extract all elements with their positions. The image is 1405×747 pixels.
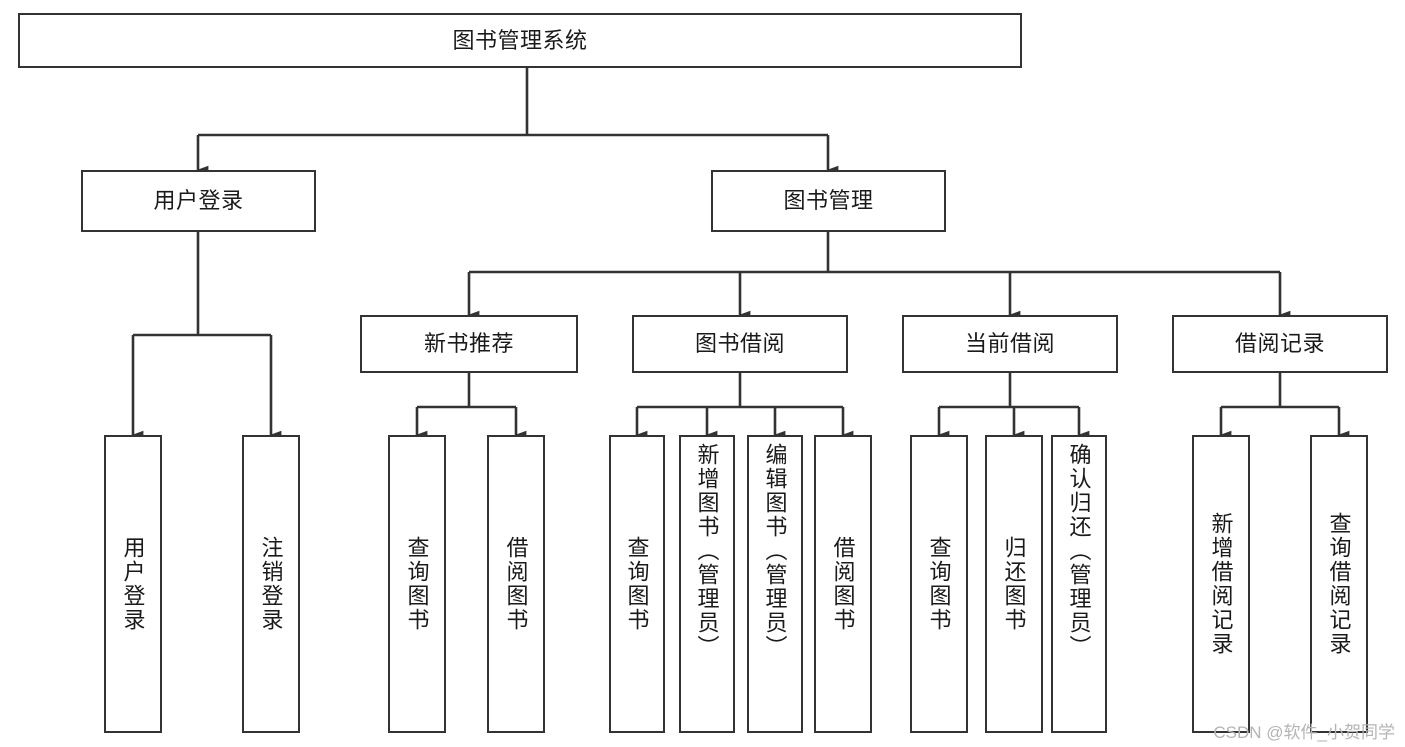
node-leaf-borrow-book-2-label: 借阅图书 [830,536,856,632]
node-leaf-confirm-return[interactable]: 确认归还（管理员） [1051,435,1107,733]
node-leaf-query-book-2[interactable]: 查询图书 [609,435,665,733]
node-user-login-label: 用户登录 [153,188,244,214]
node-user-login[interactable]: 用户登录 [81,170,316,232]
node-leaf-add-record-label: 新增借阅记录 [1208,512,1234,656]
node-leaf-query-book-1[interactable]: 查询图书 [388,435,446,733]
node-leaf-edit-book[interactable]: 编辑图书（管理员） [747,435,803,733]
node-leaf-query-book-3[interactable]: 查询图书 [910,435,968,733]
node-root[interactable]: 图书管理系统 [18,13,1022,68]
node-leaf-user-login[interactable]: 用户登录 [104,435,162,733]
node-current-borrow-label: 当前借阅 [964,331,1055,357]
node-book-manage[interactable]: 图书管理 [711,170,946,232]
node-leaf-return-book[interactable]: 归还图书 [985,435,1043,733]
node-leaf-add-book-label: 新增图书（管理员） [694,443,720,659]
node-new-book-recommend[interactable]: 新书推荐 [360,315,578,373]
node-leaf-query-book-3-label: 查询图书 [926,536,952,632]
node-borrow-record-label: 借阅记录 [1234,331,1325,357]
node-leaf-edit-book-label: 编辑图书（管理员） [762,443,788,659]
node-current-borrow[interactable]: 当前借阅 [902,315,1118,373]
node-borrow-record[interactable]: 借阅记录 [1172,315,1388,373]
node-leaf-borrow-book-1-label: 借阅图书 [503,536,529,632]
node-leaf-user-login-label: 用户登录 [120,536,146,632]
node-leaf-logout-label: 注销登录 [258,536,284,632]
node-leaf-query-record-label: 查询借阅记录 [1326,512,1352,656]
node-leaf-add-record[interactable]: 新增借阅记录 [1192,435,1250,733]
node-book-borrow-label: 图书借阅 [694,331,785,357]
node-leaf-add-book[interactable]: 新增图书（管理员） [679,435,735,733]
node-new-book-recommend-label: 新书推荐 [423,331,514,357]
node-leaf-logout[interactable]: 注销登录 [242,435,300,733]
node-leaf-query-book-1-label: 查询图书 [404,536,430,632]
node-leaf-confirm-return-label: 确认归还（管理员） [1066,443,1092,659]
node-book-borrow[interactable]: 图书借阅 [632,315,848,373]
node-leaf-return-book-label: 归还图书 [1001,536,1027,632]
node-root-label: 图书管理系统 [452,27,588,53]
node-leaf-query-record[interactable]: 查询借阅记录 [1310,435,1368,733]
node-leaf-borrow-book-1[interactable]: 借阅图书 [487,435,545,733]
csdn-watermark: CSDN @软件_小贺同学 [1213,723,1395,742]
node-leaf-borrow-book-2[interactable]: 借阅图书 [814,435,872,733]
node-leaf-query-book-2-label: 查询图书 [624,536,650,632]
node-book-manage-label: 图书管理 [783,188,874,214]
